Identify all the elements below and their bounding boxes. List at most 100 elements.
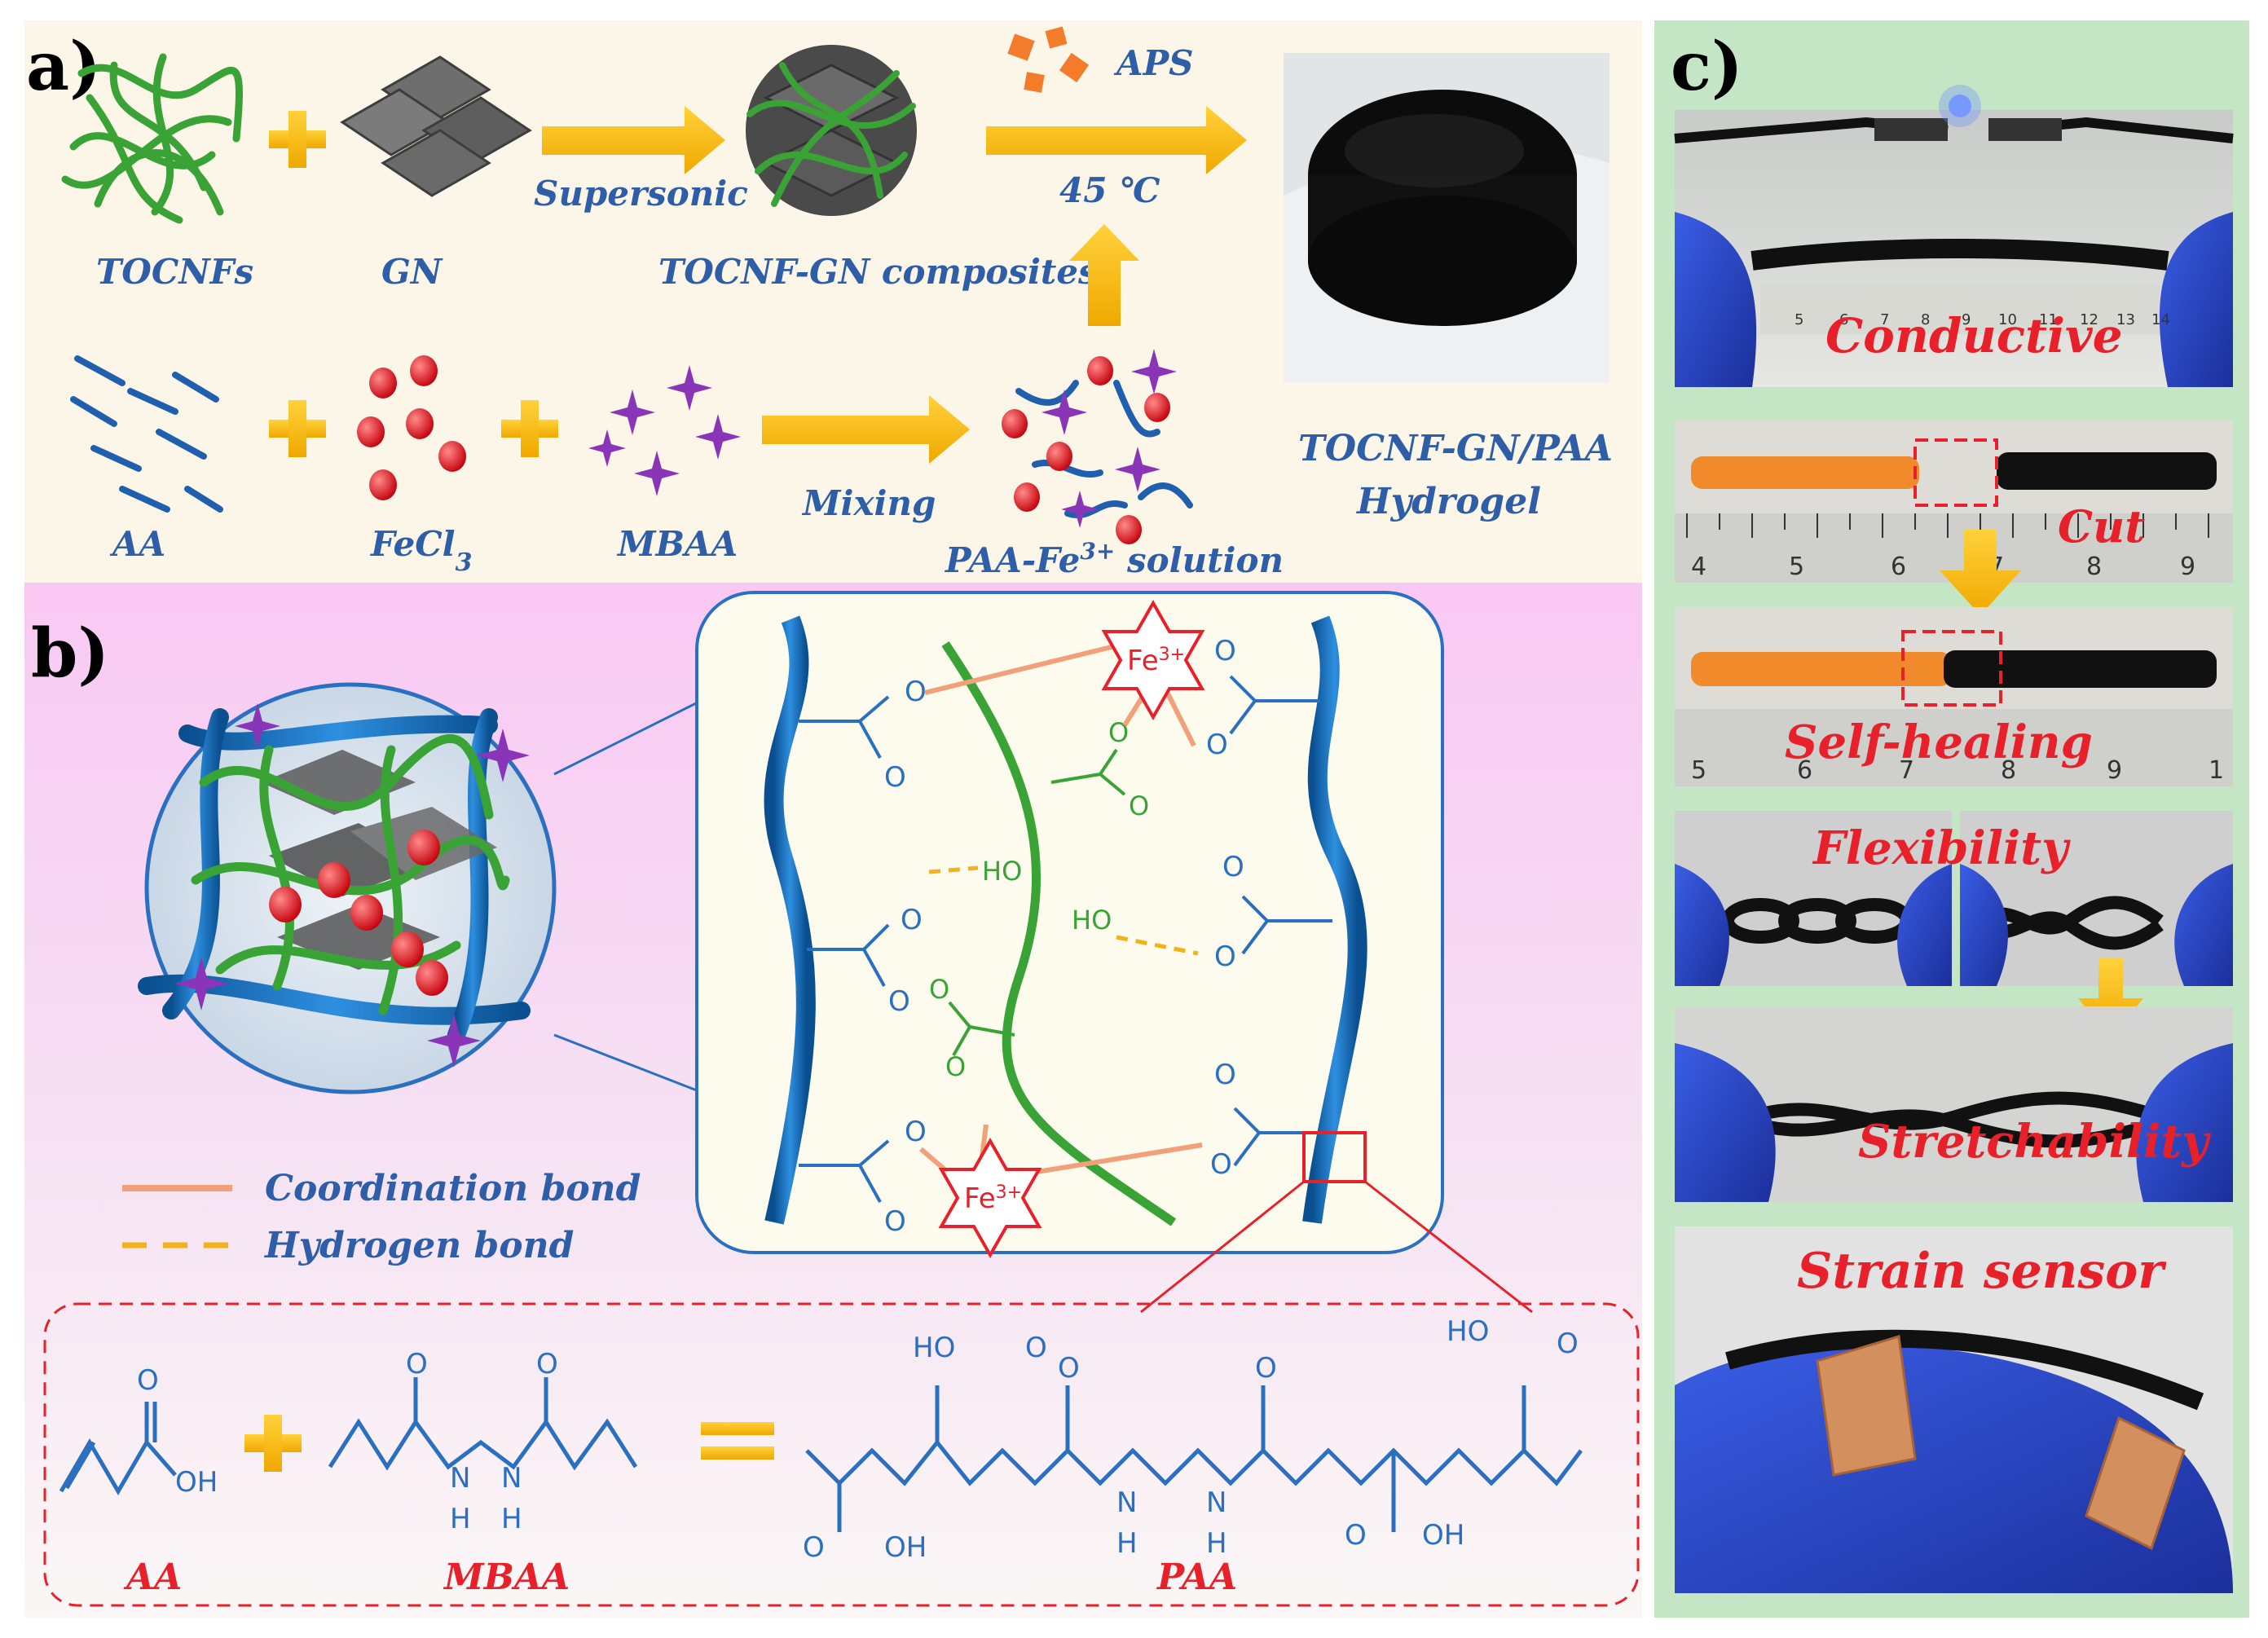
supersonic-label: Supersonic [534, 174, 748, 214]
svg-text:HO: HO [1447, 1315, 1489, 1348]
svg-text:HO: HO [982, 856, 1022, 887]
svg-text:OH: OH [1422, 1519, 1464, 1552]
cut-photo: 4 5 6 7 8 9 [1675, 420, 2233, 583]
svg-text:5: 5 [1789, 553, 1804, 581]
svg-text:O: O [884, 761, 906, 794]
svg-text:O: O [1214, 635, 1236, 667]
svg-text:9: 9 [1962, 311, 1971, 328]
svg-text:O: O [884, 1205, 906, 1238]
svg-text:N: N [1116, 1486, 1137, 1519]
svg-text:14: 14 [2151, 311, 2170, 328]
fecl3-ions-icon [357, 355, 466, 500]
stretchability-photo [1675, 1006, 2233, 1202]
self-healing-label: Self-healing [1785, 716, 2093, 769]
mbaa-crosslinker-icon [588, 365, 741, 496]
mixing-label: Mixing [801, 483, 936, 523]
hydrogel-label-line1: TOCNF-GN/PAA [1298, 428, 1613, 469]
svg-text:H: H [1206, 1527, 1227, 1560]
composites-label: TOCNF-GN composites [658, 252, 1098, 292]
svg-text:13: 13 [2116, 311, 2135, 328]
svg-text:O: O [1210, 1148, 1232, 1181]
svg-text:O: O [1255, 1352, 1277, 1385]
svg-text:12: 12 [2080, 311, 2098, 328]
svg-text:8: 8 [2086, 553, 2102, 581]
svg-text:1: 1 [2209, 756, 2224, 785]
svg-text:O: O [536, 1348, 558, 1380]
svg-text:Fe3+: Fe3+ [964, 1182, 1022, 1216]
svg-text:O: O [406, 1348, 428, 1380]
svg-text:4: 4 [1691, 553, 1707, 581]
svg-text:O: O [1206, 729, 1228, 761]
stretchability-label: Stretchability [1858, 1115, 2211, 1169]
zoom-line-left [1140, 1180, 1305, 1314]
svg-text:H: H [1116, 1527, 1138, 1560]
svg-text:5: 5 [1691, 756, 1707, 785]
svg-text:O: O [1025, 1332, 1047, 1364]
arrow-mixing-icon [762, 395, 970, 464]
aa-label: AA [109, 524, 165, 564]
fecl3-label: FeCl3 [370, 524, 473, 577]
arrow-supersonic-icon [542, 106, 725, 174]
strain-sensor-photo [1675, 1226, 2233, 1593]
svg-text:O: O [803, 1531, 825, 1564]
svg-text:O: O [888, 985, 910, 1018]
paa-scheme-label: PAA [1156, 1557, 1237, 1598]
zoom-connector-top [553, 699, 702, 776]
flexibility-photo [1675, 811, 2233, 986]
svg-text:6: 6 [1839, 311, 1848, 328]
zoom-connector-bottom [553, 1033, 702, 1094]
svg-text:O: O [1557, 1328, 1579, 1360]
arrow-up-icon [1069, 224, 1139, 326]
svg-text:O: O [905, 1116, 927, 1148]
svg-text:O: O [1129, 790, 1149, 821]
svg-text:6: 6 [1891, 553, 1906, 581]
svg-text:6: 6 [1797, 756, 1812, 785]
solution-label: PAA-Fe3+ solution [945, 538, 1284, 581]
molecular-interaction-box: O O O O O O O O O O O O O O HO HO O O [695, 591, 1444, 1259]
tocnf-gn-composite-icon [746, 45, 917, 216]
svg-text:N: N [1206, 1486, 1226, 1519]
svg-text:7: 7 [1899, 756, 1914, 785]
svg-text:9: 9 [2107, 756, 2122, 785]
zoom-line-right [1364, 1180, 1533, 1314]
svg-text:O: O [929, 974, 949, 1005]
svg-text:HO: HO [913, 1332, 955, 1364]
svg-text:H: H [450, 1503, 471, 1535]
svg-text:HO: HO [1072, 905, 1112, 936]
svg-text:OH: OH [175, 1466, 218, 1499]
plus-icon [501, 400, 558, 457]
panel-b-letter: b) [31, 614, 109, 693]
gn-label: GN [381, 252, 443, 292]
svg-text:OH: OH [884, 1531, 927, 1564]
svg-text:10: 10 [1998, 311, 2017, 328]
cut-label: Cut [2058, 500, 2145, 553]
coordination-legend-label: Coordination bond [265, 1168, 641, 1209]
svg-text:O: O [1058, 1352, 1080, 1385]
graphene-sheets-icon [340, 55, 532, 197]
svg-text:O: O [137, 1364, 159, 1397]
svg-text:8: 8 [2001, 756, 2016, 785]
svg-text:H: H [501, 1503, 522, 1535]
plus-icon [269, 111, 326, 168]
aps-icon [1007, 26, 1090, 93]
svg-text:O: O [1222, 851, 1244, 883]
panel-c-letter: c) [1671, 28, 1743, 106]
svg-text:7: 7 [1880, 311, 1889, 328]
aa-scheme-label: AA [123, 1557, 182, 1598]
conductive-photo: 5 6 7 8 9 10 11 12 13 14 [1674, 85, 2234, 387]
svg-text:8: 8 [1921, 311, 1930, 328]
aps-label: APS [1113, 43, 1194, 83]
paa-fe-solution-icon [1002, 349, 1193, 544]
flexibility-label: Flexibility [1812, 821, 2071, 875]
svg-text:N: N [450, 1462, 470, 1495]
reaction-scheme-box [43, 1302, 1640, 1607]
temperature-label: 45 ℃ [1059, 170, 1160, 210]
aa-monomers-icon [70, 355, 223, 513]
self-healing-photo: 5 6 7 8 9 1 [1675, 607, 2233, 786]
plus-icon [244, 1415, 302, 1472]
mbaa-label: MBAA [616, 524, 738, 564]
tocnfs-icon [61, 53, 243, 224]
arrow-heating-icon [986, 106, 1247, 174]
